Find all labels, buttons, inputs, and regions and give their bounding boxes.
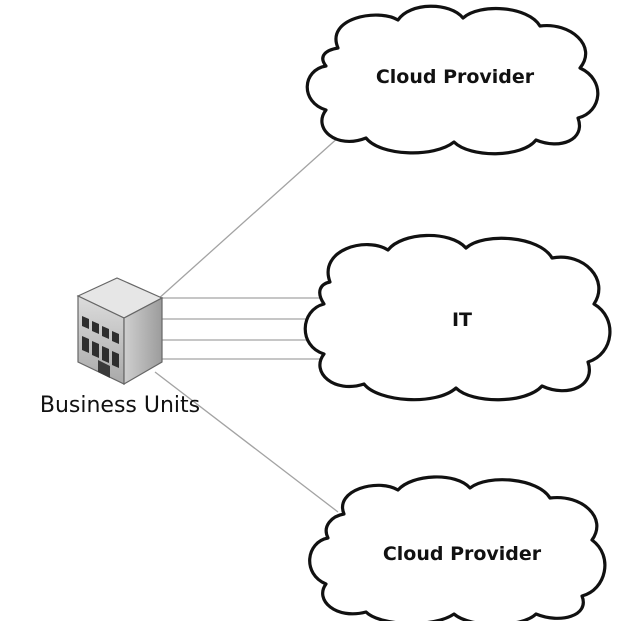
cloud-shape <box>303 233 612 402</box>
business-units-label: Business Units <box>40 393 200 418</box>
cloud-shape <box>305 4 600 156</box>
cloud-provider-bottom-label: Cloud Provider <box>383 543 542 565</box>
office-building-icon <box>76 277 164 386</box>
it-label: IT <box>452 309 472 331</box>
cloud-provider-top-node: Cloud Provider <box>305 4 600 156</box>
it-cloud-node: IT <box>303 233 612 402</box>
cloud-provider-top-label: Cloud Provider <box>376 66 535 88</box>
connector-cloud-provider-top <box>156 135 341 301</box>
connector-cloud-provider-bottom <box>154 371 339 513</box>
cloud-provider-bottom-node: Cloud Provider <box>308 475 607 621</box>
cloud-shape <box>308 475 607 621</box>
connection-lines <box>154 135 341 513</box>
